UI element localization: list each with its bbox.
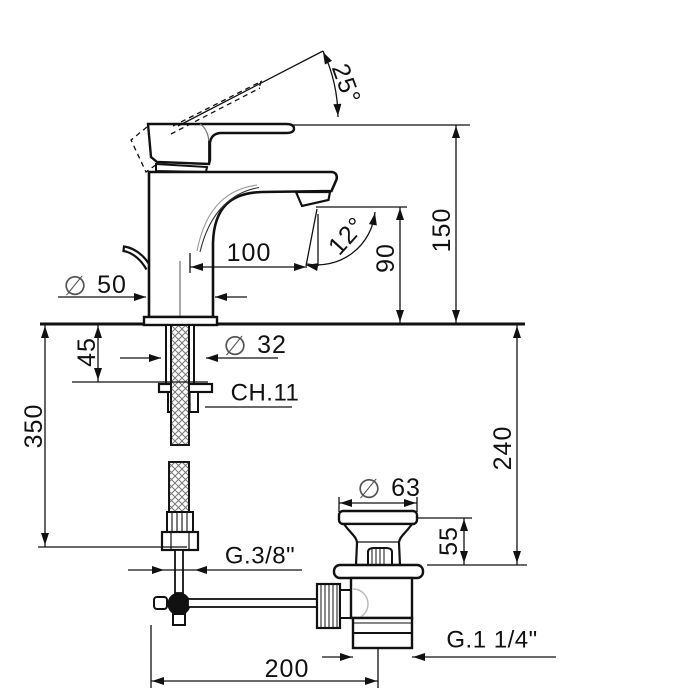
base-plate xyxy=(142,315,219,327)
total-height-label: 150 xyxy=(428,208,456,253)
hose-length-label: 350 xyxy=(20,404,48,449)
deck-thickness-label: 45 xyxy=(73,337,101,367)
spout-reach-label: 100 xyxy=(227,239,272,267)
dimension-arrowheads xyxy=(41,52,521,685)
pop-up-linkage xyxy=(153,549,319,626)
drain-drop-height-label: 240 xyxy=(489,426,517,471)
drain-body xyxy=(349,576,414,620)
faucet-body-and-spout xyxy=(122,170,339,327)
dimension-lines xyxy=(38,50,556,688)
drain-flange xyxy=(337,509,419,526)
diameter-icon: ∅ xyxy=(357,474,381,504)
drain-assembly xyxy=(315,509,425,650)
supply-hose xyxy=(160,324,200,552)
drain-body-depth-label: 55 xyxy=(435,526,463,556)
handle-angle-label: 25° xyxy=(326,60,366,108)
drain-thread-label: G.1 1/4" xyxy=(446,627,537,654)
diameter-icon: ∅ xyxy=(63,271,87,301)
hole-diameter-label: 32 xyxy=(257,331,287,359)
spout-height-label: 90 xyxy=(372,243,400,273)
aerator xyxy=(294,190,332,208)
diameter-icon: ∅ xyxy=(223,331,247,361)
horizontal-rod xyxy=(187,598,319,608)
linkage-ball-joint xyxy=(167,592,191,616)
faucet-handle xyxy=(146,122,296,174)
drain-flange-diameter-label: 63 xyxy=(391,474,421,502)
base-diameter-label: 50 xyxy=(97,271,127,299)
rod-offset-label: 200 xyxy=(265,655,310,683)
wrench-size-label: CH.11 xyxy=(231,380,300,407)
pop-up-rod-knob xyxy=(122,245,150,271)
supply-thread-label: G.3/8" xyxy=(225,543,295,570)
spout-angle-label: 12° xyxy=(323,211,371,260)
